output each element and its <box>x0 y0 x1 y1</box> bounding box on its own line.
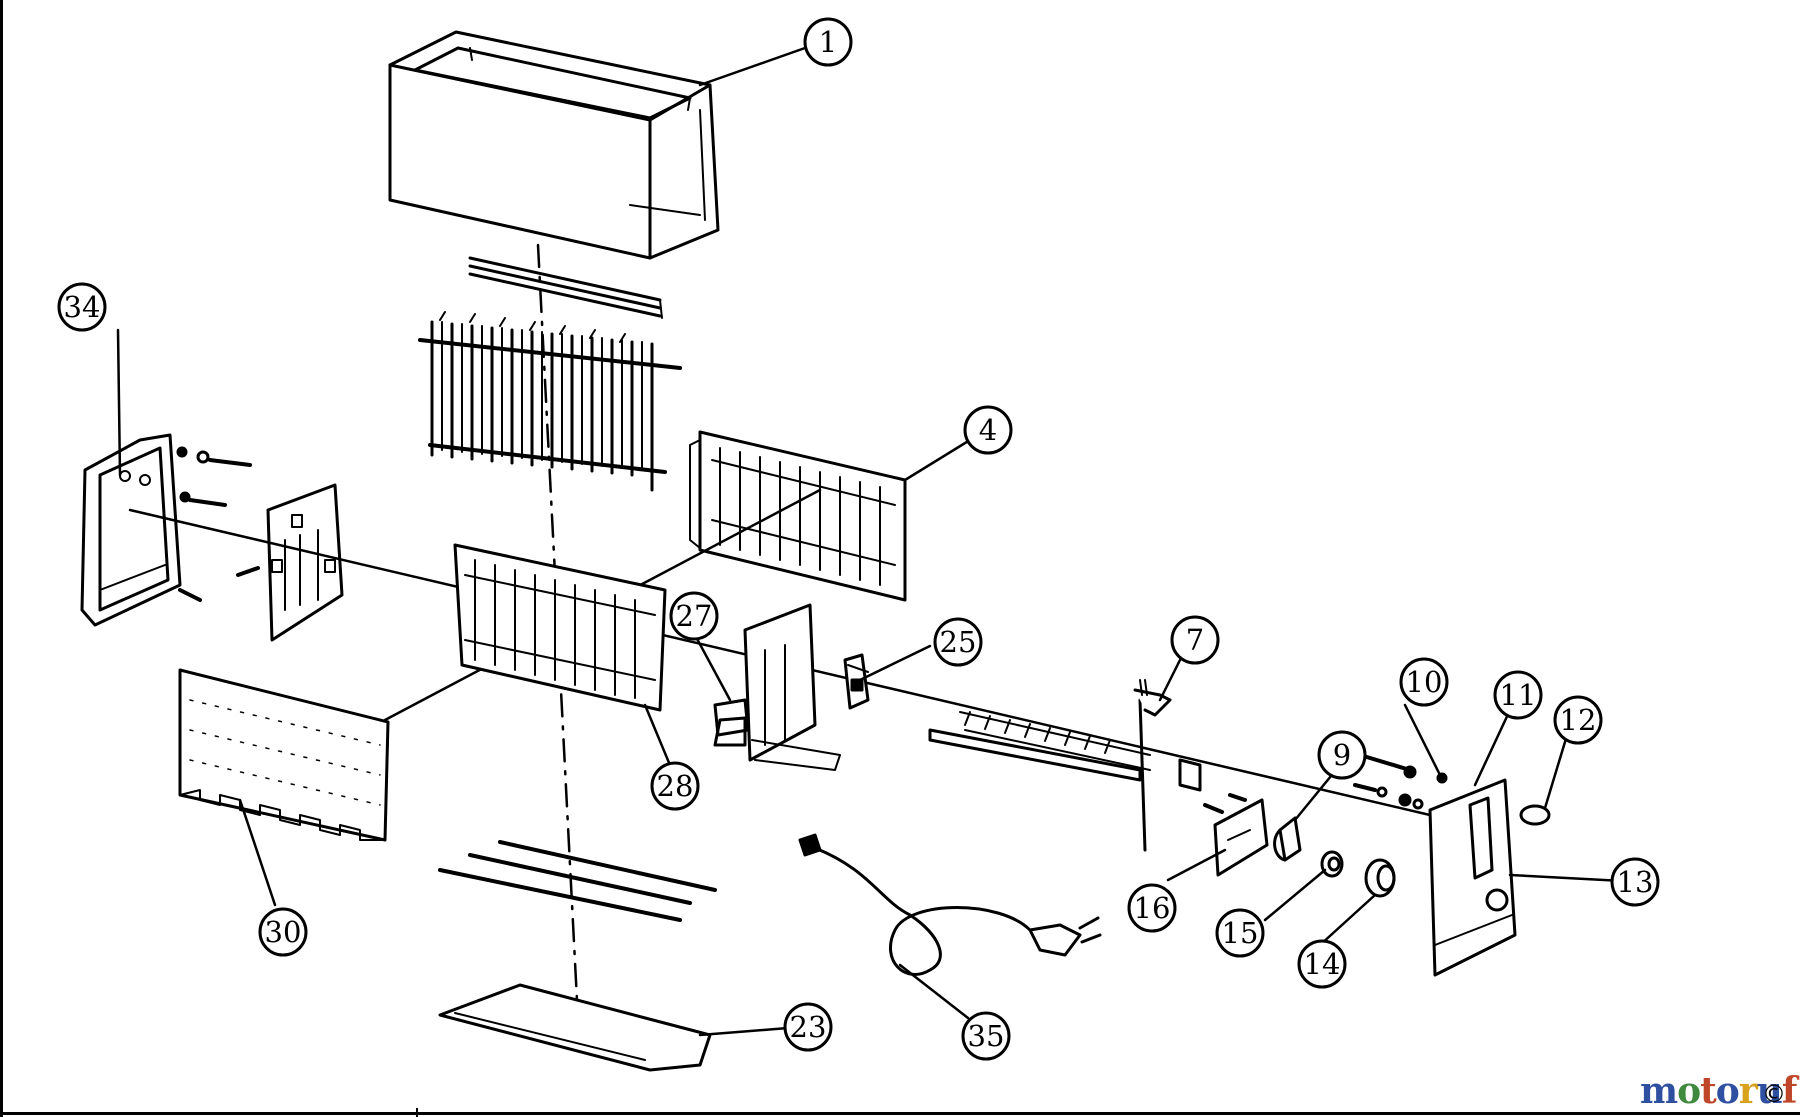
part-left-bracket <box>266 483 344 642</box>
watermark-letter: t <box>1700 1070 1717 1112</box>
callout-circle <box>57 282 107 332</box>
watermark-letter: f <box>1781 1070 1797 1112</box>
watermark-letter: u <box>1756 1070 1783 1112</box>
callout-4: 4 <box>963 405 1013 455</box>
callout-28: 28 <box>650 761 700 811</box>
callout-circle <box>650 761 700 811</box>
callout-label: 15 <box>1222 916 1259 950</box>
callout-label: 10 <box>1406 665 1443 699</box>
part-screws-washers <box>1353 753 1448 810</box>
callout-circle <box>1127 883 1177 933</box>
callout-label: 7 <box>1186 623 1204 657</box>
part-outer-side-panel <box>178 668 390 842</box>
callout-circle <box>1610 857 1660 907</box>
callout-label: 30 <box>265 915 302 949</box>
callout-circle <box>258 907 308 957</box>
center-axis-line <box>536 243 580 1022</box>
callout-label: 12 <box>1560 703 1597 737</box>
callout-label: 1 <box>819 25 837 59</box>
callout-30: 30 <box>258 907 308 957</box>
callout-11: 11 <box>1493 670 1543 720</box>
callout-1: 1 <box>803 17 853 67</box>
part-end-cap-screws <box>176 446 260 602</box>
frame-left-border <box>0 0 3 1117</box>
frame-bottom-border <box>0 1112 1800 1115</box>
watermark-letter: o <box>1677 1070 1701 1112</box>
callout-label: 13 <box>1617 865 1654 899</box>
part-circuit-board <box>1203 793 1269 877</box>
part-right-inner-shield <box>689 430 907 602</box>
callout-9: 9 <box>1317 730 1367 780</box>
callout-circle <box>669 591 719 641</box>
watermark-letter: r <box>1738 1070 1758 1112</box>
callout-12: 12 <box>1553 695 1603 745</box>
callout-label: 4 <box>979 413 997 447</box>
callout-label: 14 <box>1304 947 1341 981</box>
part-crumb-tray <box>438 983 712 1072</box>
part-knob <box>1364 858 1396 898</box>
callout-10: 10 <box>1399 657 1449 707</box>
frame-tick <box>416 1108 418 1117</box>
part-top-housing <box>388 30 720 260</box>
watermark-letter: m <box>1640 1070 1678 1112</box>
callout-circle <box>961 1011 1011 1061</box>
callout-circle <box>803 17 853 67</box>
part-tray-rods <box>438 840 717 922</box>
callout-35: 35 <box>961 1011 1011 1061</box>
callout-25: 25 <box>933 617 983 667</box>
callout-label: 34 <box>64 290 101 324</box>
part-release-button <box>1519 804 1551 826</box>
callout-circle <box>1493 670 1543 720</box>
leader-lines <box>116 46 1625 1037</box>
part-left-end-cap <box>80 433 182 627</box>
callout-circle <box>1317 730 1367 780</box>
callout-circle <box>933 617 983 667</box>
part-center-bracket <box>713 603 841 771</box>
part-lever <box>1273 816 1302 862</box>
watermark-brand: motoruf <box>1640 1070 1797 1112</box>
callout-circle <box>1170 615 1220 665</box>
callout-23: 23 <box>783 1002 833 1052</box>
callout-13: 13 <box>1610 857 1660 907</box>
callout-label: 27 <box>676 599 713 633</box>
part-switch-block <box>843 653 870 710</box>
callout-16: 16 <box>1127 883 1177 933</box>
callout-circle <box>1553 695 1603 745</box>
callout-circle <box>1215 908 1265 958</box>
callout-label: 23 <box>790 1010 827 1044</box>
callout-label: 25 <box>940 625 977 659</box>
callout-27: 27 <box>669 591 719 641</box>
callout-label: 9 <box>1333 738 1351 772</box>
part-power-cord <box>798 833 1102 976</box>
part-heating-element <box>418 311 682 492</box>
part-right-end-cap <box>1428 778 1517 977</box>
part-washer <box>1320 850 1344 878</box>
callout-label: 11 <box>1500 678 1537 712</box>
part-carriage-rail <box>928 679 1202 852</box>
callout-7: 7 <box>1170 615 1220 665</box>
callout-label: 28 <box>657 769 694 803</box>
watermark-letter: o <box>1715 1070 1740 1112</box>
copyright-symbol: © <box>1762 1080 1786 1108</box>
callout-circle <box>1297 939 1347 989</box>
part-slot-rods <box>468 256 663 319</box>
callout-14: 14 <box>1297 939 1347 989</box>
callout-label: 35 <box>968 1019 1005 1053</box>
part-left-inner-shield <box>453 543 667 712</box>
callout-34: 34 <box>57 282 107 332</box>
callout-circle <box>963 405 1013 455</box>
callout-circle <box>783 1002 833 1052</box>
callout-15: 15 <box>1215 908 1265 958</box>
callout-circle <box>1399 657 1449 707</box>
callout-label: 16 <box>1134 891 1171 925</box>
